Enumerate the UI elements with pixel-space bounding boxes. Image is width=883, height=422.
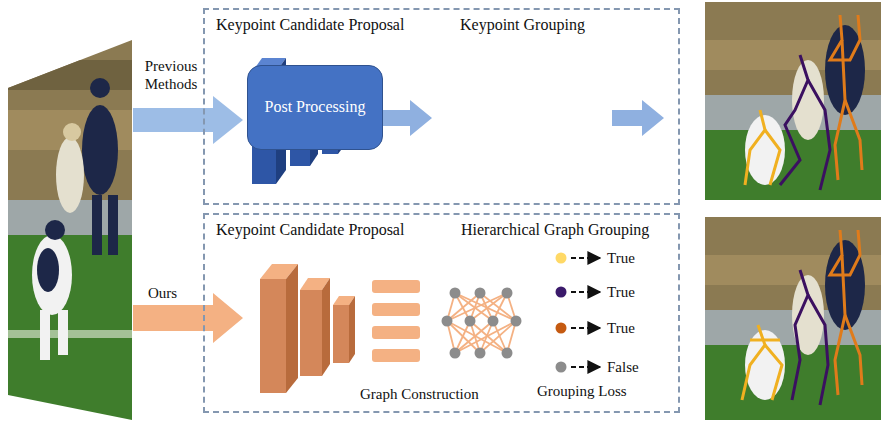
output-photo-part	[765, 130, 780, 185]
cnn-blocks-part	[349, 296, 355, 363]
process-box: Post Processing	[247, 65, 383, 150]
output-photo-part	[792, 270, 808, 400]
output-photo-part	[705, 345, 881, 420]
input-photo-part	[82, 105, 118, 195]
input-photo-part	[58, 310, 68, 355]
result-label: True	[607, 249, 635, 267]
input-photo-part	[56, 137, 84, 213]
output-photo-part	[808, 295, 828, 405]
cnn-blocks	[260, 264, 355, 393]
feature-bars-part	[372, 280, 420, 293]
panel-heading: Keypoint Grouping	[460, 16, 585, 34]
grouping-dots-part	[556, 323, 567, 334]
grouping-dots-part	[571, 291, 600, 293]
output-photo-part	[830, 230, 860, 275]
input-photo-part	[92, 195, 102, 255]
output-photo	[705, 217, 881, 420]
panel-heading: Keypoint Candidate Proposal	[216, 221, 404, 239]
stage-label: Graph Construction	[360, 385, 479, 403]
cnn-blocks-part	[286, 264, 298, 393]
flow-arrow	[375, 100, 432, 136]
output-photo-part	[845, 315, 862, 385]
output-photo-part	[845, 100, 862, 170]
grouping-dots-part	[571, 257, 600, 259]
input-photo-part	[63, 123, 81, 141]
arrow-label: Previous Methods	[134, 57, 208, 93]
grouping-dots-part	[571, 327, 600, 329]
graph-illustration-part	[502, 348, 513, 359]
output-photo-part	[830, 15, 860, 60]
graph-illustration-part	[450, 288, 461, 299]
stage-label: Grouping Loss	[537, 382, 627, 400]
graph-illustration-part	[450, 348, 461, 359]
graph-illustration-part	[480, 321, 516, 353]
output-photo-part	[745, 110, 765, 185]
method-panel: Keypoint Candidate Proposal Keypoint Grou…	[203, 8, 680, 205]
output-photo-part	[780, 55, 808, 185]
output-photo-part	[742, 325, 765, 400]
cnn-blocks-part	[260, 279, 286, 393]
cnn-blocks-part	[333, 305, 349, 363]
graph-illustration-part	[465, 316, 476, 327]
flow-arrow	[612, 100, 664, 136]
feature-bars	[372, 280, 420, 362]
grouping-dots	[556, 253, 601, 373]
box-label: Post Processing	[265, 98, 366, 116]
input-photo-part	[90, 78, 110, 98]
grouping-dots-part	[556, 287, 567, 298]
input-photo-part	[0, 235, 140, 422]
input-arrow	[133, 96, 243, 144]
input-photo-part	[37, 248, 59, 292]
graph-illustration-part	[442, 316, 453, 327]
feature-bars-part	[372, 303, 420, 316]
arrow-label: Ours	[148, 284, 177, 302]
graph-illustration-part	[502, 288, 513, 299]
graph-illustration-part	[488, 316, 499, 327]
feature-bars-part	[372, 326, 420, 339]
input-photo-part	[45, 220, 65, 240]
cnn-blocks-part	[322, 278, 330, 376]
input-photo-part	[0, 330, 140, 338]
result-label: False	[607, 358, 639, 376]
graph-illustration-part	[470, 293, 507, 321]
output-photo-part	[835, 40, 845, 180]
graph-illustration-part	[475, 288, 486, 299]
graph-illustration-part	[511, 316, 522, 327]
input-photo-part	[40, 310, 50, 360]
feature-bars-part	[372, 349, 420, 362]
input-photo-part	[108, 195, 118, 255]
grouping-dots-part	[556, 362, 567, 373]
result-label: True	[607, 319, 635, 337]
output-photo-part	[808, 80, 830, 190]
output-photo-part	[705, 217, 881, 420]
graph-illustration	[442, 288, 522, 359]
output-photo-part	[750, 339, 780, 342]
panel-heading: Keypoint Candidate Proposal	[216, 16, 404, 34]
result-label: True	[607, 283, 635, 301]
input-photo-part	[0, 60, 140, 90]
panel-heading: Hierarchical Graph Grouping	[461, 221, 649, 239]
cnn-blocks-part	[300, 290, 322, 376]
input-photo-part	[32, 235, 72, 315]
input-photo	[0, 30, 140, 422]
output-photo	[705, 2, 881, 200]
output-photo-part	[765, 345, 782, 400]
output-photo-part	[835, 255, 845, 395]
output-photo-part	[705, 2, 881, 200]
grouping-dots-part	[556, 253, 567, 264]
graph-illustration-part	[475, 348, 486, 359]
grouping-dots-part	[571, 366, 600, 368]
